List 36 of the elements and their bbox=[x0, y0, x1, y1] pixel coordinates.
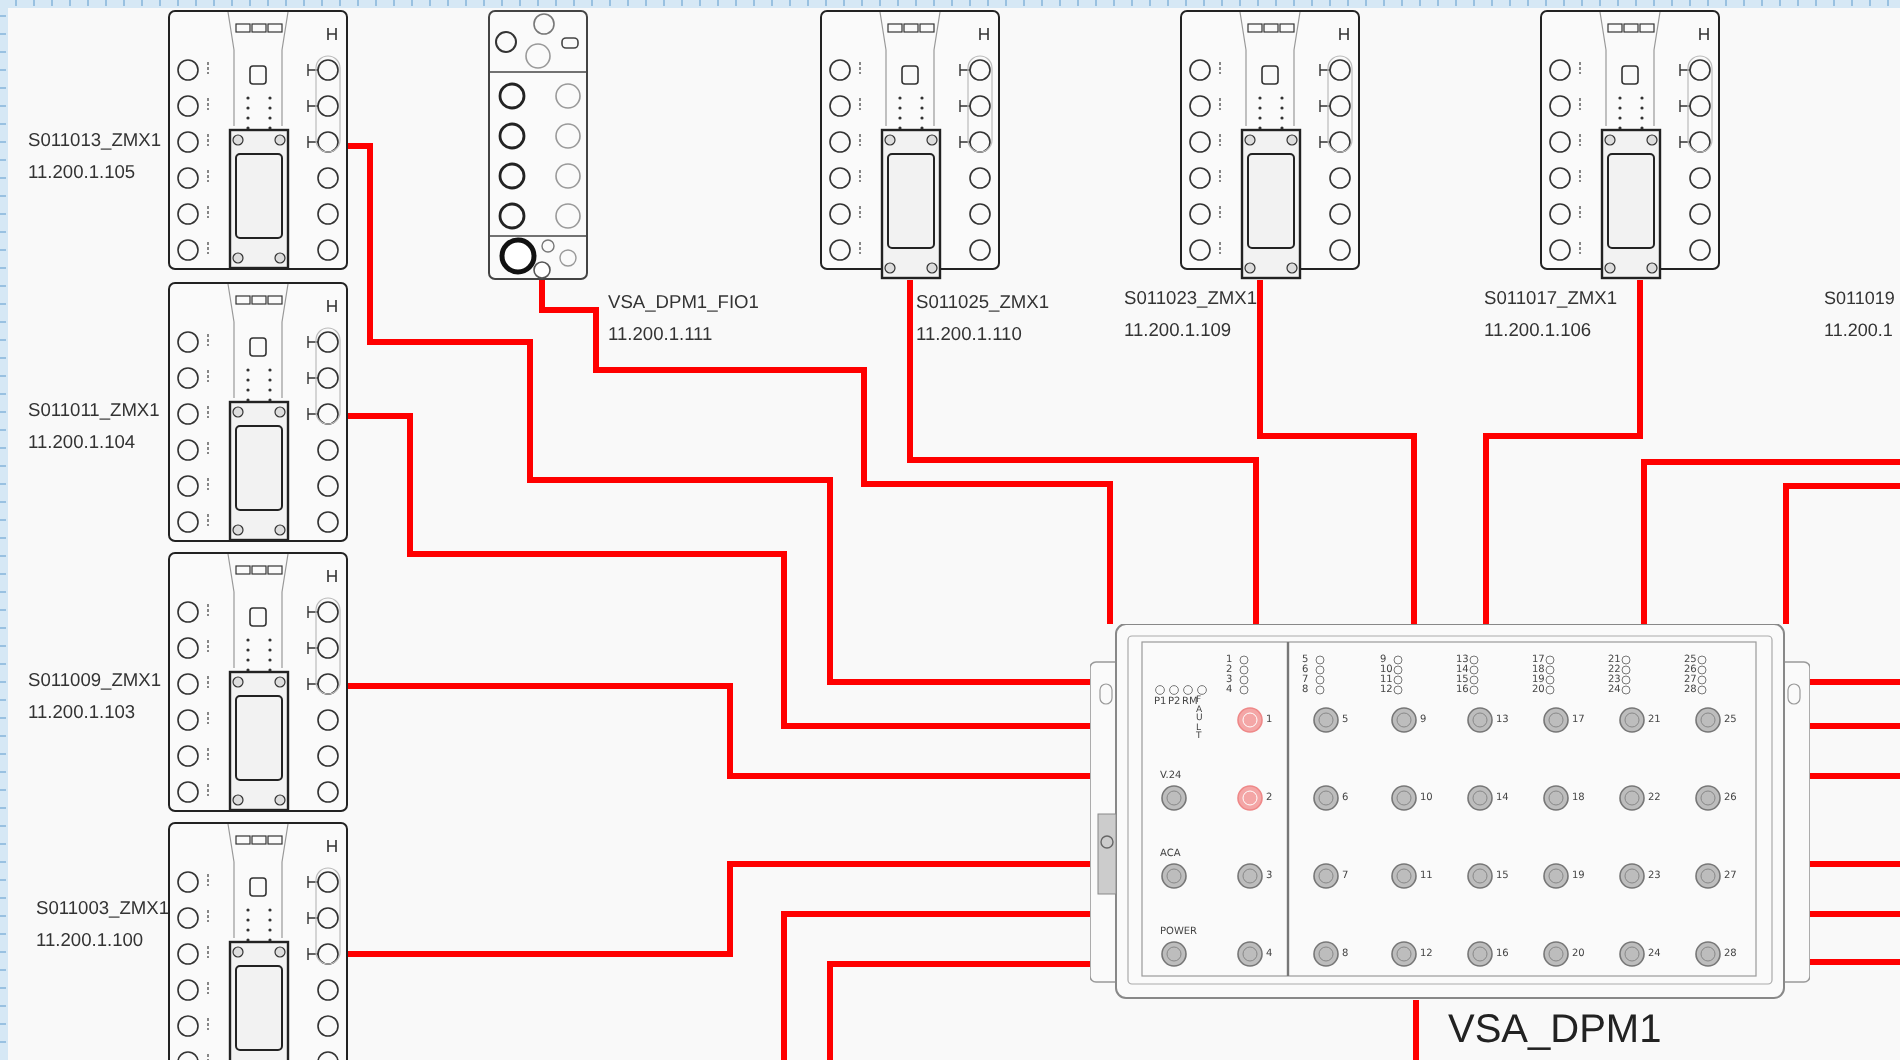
network-cable-line bbox=[348, 413, 1090, 729]
ip-address: 11.200.1.106 bbox=[1484, 318, 1592, 344]
network-cable-line bbox=[1483, 280, 1643, 624]
ip-address: 11.200.1 bbox=[1824, 318, 1893, 344]
network-cable-line bbox=[781, 911, 1090, 1060]
device-name: S011009_ZMX1 bbox=[28, 668, 161, 694]
device-name: S011013_ZMX1 bbox=[28, 128, 161, 154]
device-name: S011025_ZMX1 bbox=[916, 290, 1049, 316]
device-name: S011023_ZMX1 bbox=[1124, 286, 1257, 312]
device-name: S011017_ZMX1 bbox=[1484, 286, 1617, 312]
network-cable-line bbox=[1641, 459, 1900, 624]
network-cable-line bbox=[539, 280, 1113, 624]
ip-address: 11.200.1.104 bbox=[28, 430, 136, 456]
network-cable-line bbox=[1257, 280, 1417, 624]
device-name: VSA_DPM1_FIO1 bbox=[608, 290, 759, 316]
network-cable-line bbox=[1413, 1000, 1419, 1060]
network-cable-line bbox=[1810, 773, 1900, 779]
device-name: VSA_DPM1 bbox=[1448, 1006, 1662, 1054]
ip-address: 11.200.1.105 bbox=[28, 160, 136, 186]
device-name: S011011_ZMX1 bbox=[28, 398, 160, 424]
ip-address: 11.200.1.110 bbox=[916, 322, 1022, 348]
ip-address: 11.200.1.111 bbox=[608, 322, 713, 348]
ip-address: 11.200.1.100 bbox=[36, 928, 144, 954]
device-name: S011019 bbox=[1824, 286, 1895, 312]
network-cable-line bbox=[1810, 723, 1900, 729]
network-cable-line bbox=[1810, 959, 1900, 965]
network-cable-line bbox=[907, 280, 1259, 624]
network-cable-line bbox=[348, 683, 1090, 779]
network-cable-line bbox=[348, 143, 1090, 685]
network-cable-line bbox=[1783, 483, 1900, 624]
network-cable-line bbox=[1810, 911, 1900, 917]
ip-address: 11.200.1.109 bbox=[1124, 318, 1232, 344]
network-cable-line bbox=[1810, 861, 1900, 867]
network-cable-line bbox=[827, 961, 1090, 1060]
network-cable-line bbox=[1810, 679, 1900, 685]
ip-address: 11.200.1.103 bbox=[28, 700, 136, 726]
